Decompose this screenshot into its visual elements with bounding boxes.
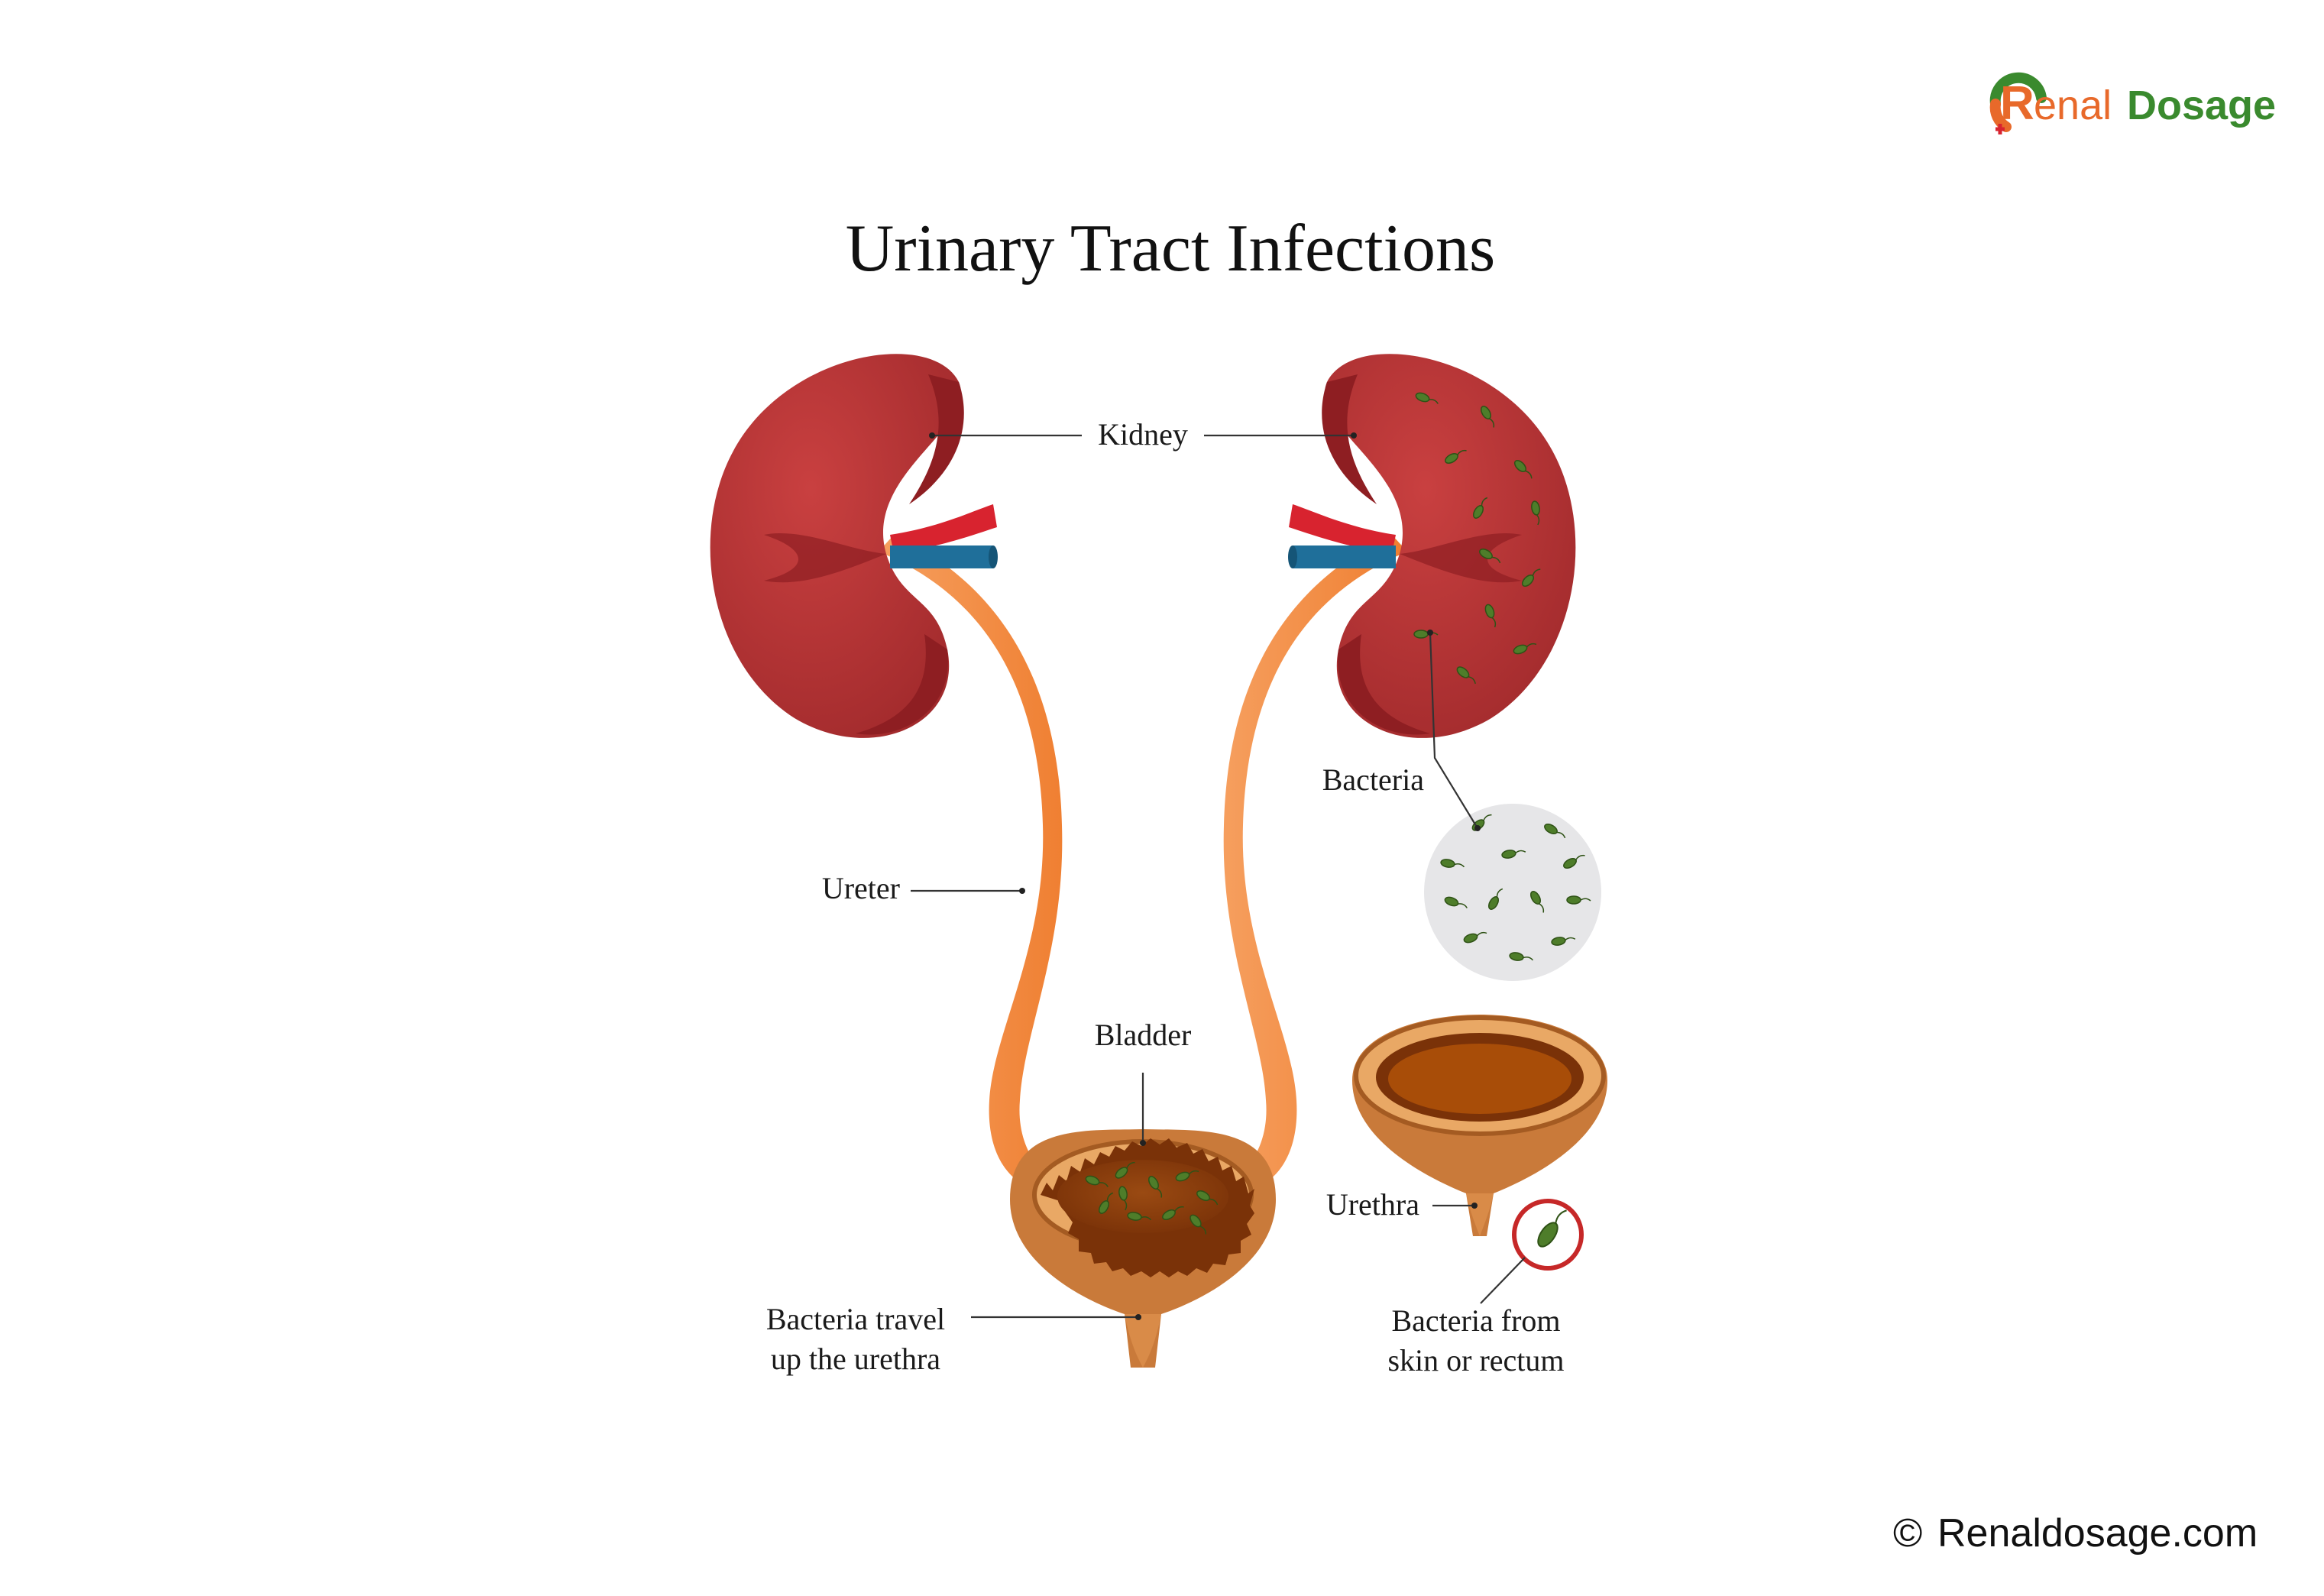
label-bacteria-travel-line2: up the urethra (771, 1342, 940, 1376)
label-bacteria: Bacteria (1322, 762, 1424, 797)
copyright-notice[interactable]: © Renaldosage.com (1893, 1511, 2258, 1556)
skin-bacterium-badge (1512, 1199, 1584, 1271)
renal-logo-icon (1989, 72, 2047, 134)
bacteria-magnifier (1424, 804, 1601, 981)
logo-name-part2: Dosage (2127, 83, 2276, 128)
right-ureter (1216, 535, 1407, 1193)
label-kidney: Kidney (1098, 417, 1188, 452)
label-urethra: Urethra (1326, 1187, 1419, 1222)
logo-name-part1: enal (2034, 83, 2112, 128)
label-bladder: Bladder (1095, 1018, 1192, 1052)
page-title: Urinary Tract Infections (846, 212, 1495, 286)
copyright-text: Renaldosage.com (1937, 1511, 2258, 1556)
right-renal-artery (1289, 504, 1396, 554)
copyright-icon: © (1893, 1511, 1922, 1556)
left-renal-artery (890, 504, 997, 554)
label-bacteria-from-line2: skin or rectum (1387, 1343, 1564, 1377)
label-bacteria-from-line1: Bacteria from (1392, 1303, 1561, 1338)
renal-dosage-logo[interactable]: R enal Dosage (1989, 72, 2276, 134)
logo-r-letter: R (2000, 77, 2034, 130)
left-kidney (710, 354, 964, 738)
right-kidney (1322, 354, 1576, 738)
leader-lines (911, 432, 1526, 1320)
label-bacteria-travel-line1: Bacteria travel (766, 1302, 945, 1336)
main-bladder (1010, 1129, 1276, 1368)
left-renal-vein (890, 545, 993, 568)
left-ureter (879, 535, 1070, 1193)
right-renal-vein (1293, 545, 1396, 568)
label-ureter: Ureter (822, 871, 900, 905)
bacterium-icon (1537, 1209, 1567, 1248)
urethra-bladder (1352, 1015, 1607, 1236)
